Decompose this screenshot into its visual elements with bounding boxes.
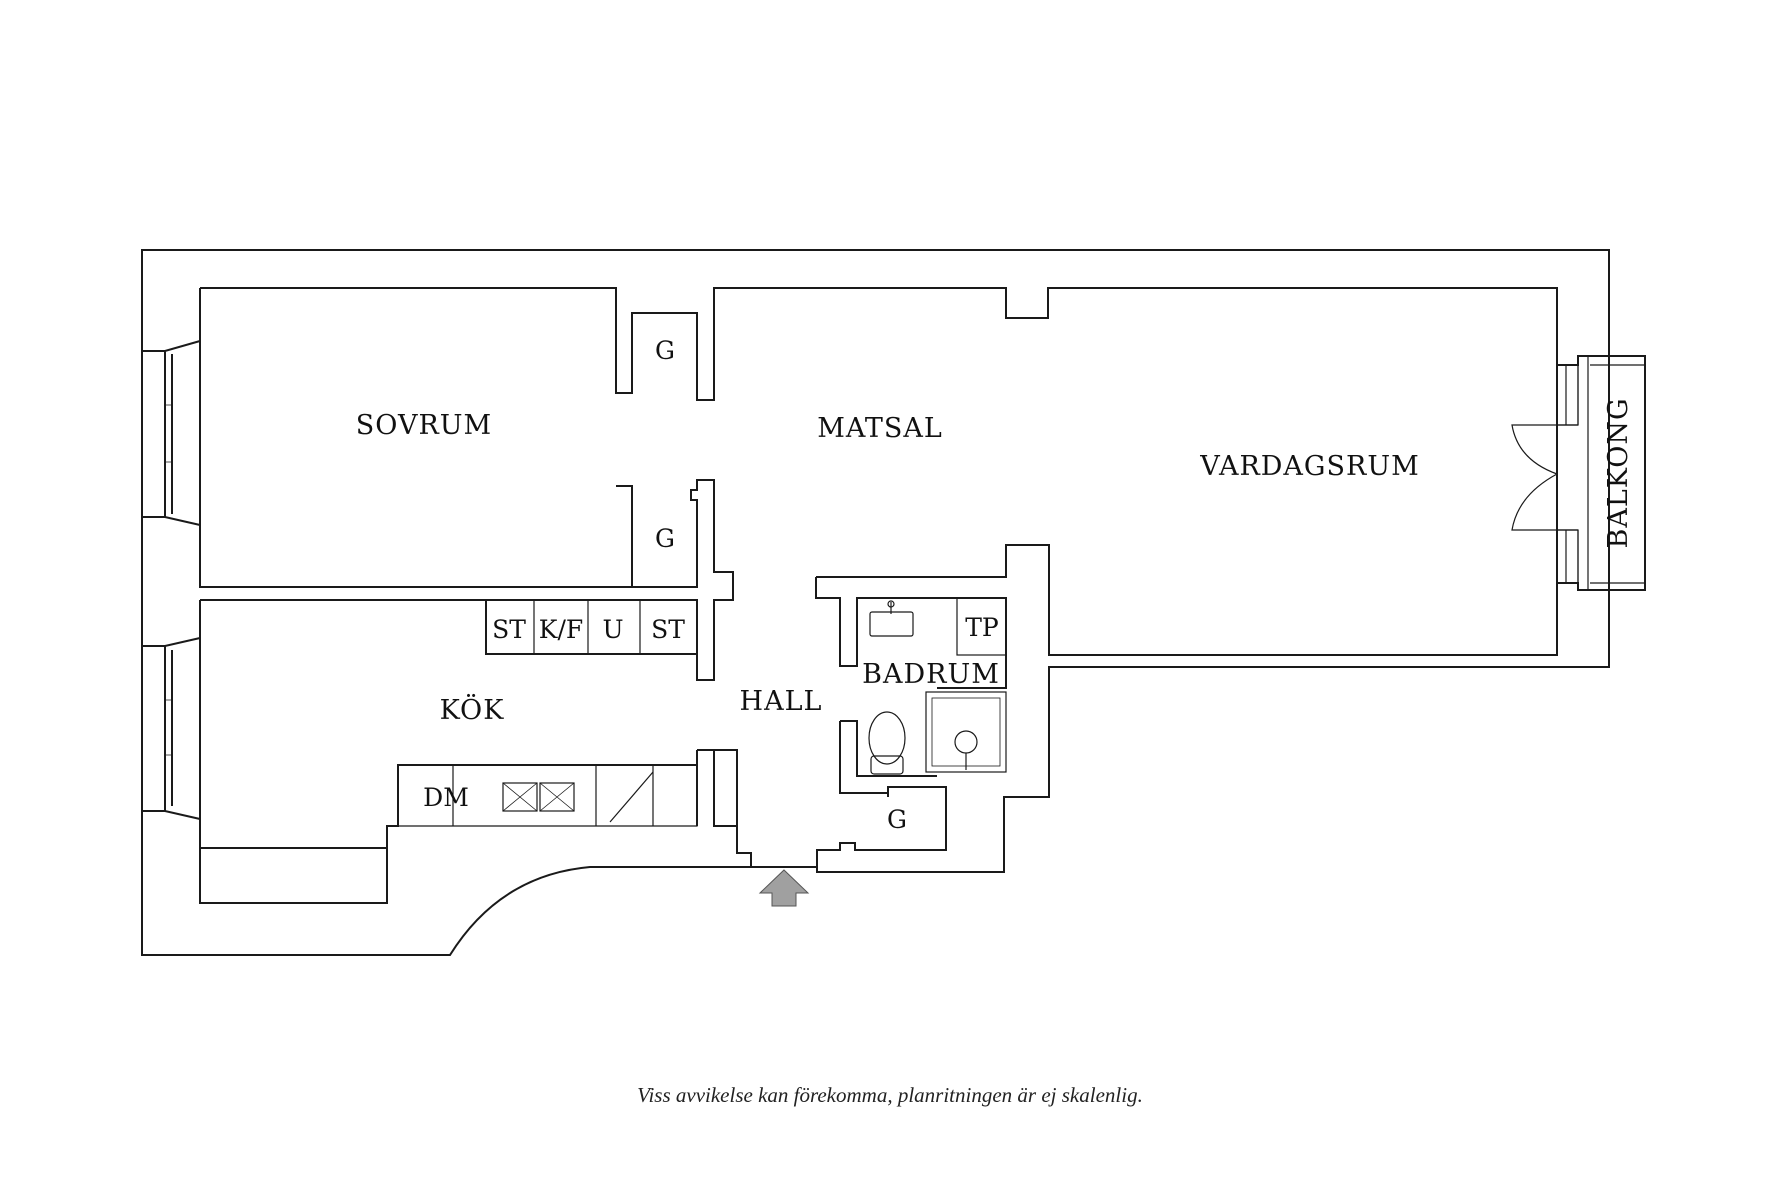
label-u: U xyxy=(602,615,623,644)
window-sovrum xyxy=(142,340,201,526)
label-hall: HALL xyxy=(740,686,823,717)
sovrum-walls xyxy=(200,287,1558,401)
window-balkong xyxy=(1557,364,1579,584)
label-badrum: BADRUM xyxy=(862,659,1000,690)
label-matsal: MATSAL xyxy=(817,413,943,444)
label-st-left: ST xyxy=(492,615,526,644)
label-dm: DM xyxy=(423,783,469,812)
faucet-knob xyxy=(887,600,895,608)
label-st-right: ST xyxy=(651,615,685,644)
entrance-arrow-icon xyxy=(758,869,810,907)
entrance-door-frame xyxy=(750,853,818,867)
shower-drain xyxy=(954,730,978,754)
label-kf: K/F xyxy=(539,615,583,644)
disclaimer-caption: Viss avvikelse kan förekomma, planritnin… xyxy=(637,1083,1143,1107)
label-tp: TP xyxy=(965,613,999,642)
kok-walls xyxy=(199,599,697,904)
stove-diagonal xyxy=(609,771,654,823)
window-kok xyxy=(142,637,201,820)
window-kok-mullions xyxy=(165,699,172,756)
sink-basin-left xyxy=(502,782,538,812)
bathroom-sink xyxy=(869,611,914,637)
sink-basin-right xyxy=(539,782,575,812)
shower-outer xyxy=(925,691,1007,773)
kok-top-cabinets xyxy=(485,600,697,655)
balkong-door-swing xyxy=(1511,424,1578,531)
label-vardagsrum: VARDAGSRUM xyxy=(1199,451,1419,482)
garderob-middle-walls xyxy=(486,479,734,681)
window-sovrum-mullions xyxy=(165,404,172,463)
tp-cabinet xyxy=(956,597,1007,656)
sink-cross xyxy=(502,782,575,812)
balkong-outline xyxy=(1557,355,1646,591)
label-garderob-middle: G xyxy=(655,524,675,553)
badrum-walls xyxy=(815,560,1007,689)
toilet-tank xyxy=(870,755,904,775)
toilet-bowl xyxy=(868,711,906,765)
garderob-bottom-walls xyxy=(887,786,947,850)
label-kok: KÖK xyxy=(440,692,505,726)
outer-wall xyxy=(141,249,1610,956)
vardagsrum-walls xyxy=(1005,365,1558,656)
label-garderob-top: G xyxy=(655,336,675,365)
badrum-lower-walls xyxy=(816,720,947,872)
label-balkong: BALKONG xyxy=(1603,397,1634,548)
label-sovrum: SOVRUM xyxy=(356,410,492,441)
label-garderob-bottom: G xyxy=(887,805,907,834)
kok-counter xyxy=(397,765,698,827)
kok-right-wall xyxy=(696,749,752,867)
